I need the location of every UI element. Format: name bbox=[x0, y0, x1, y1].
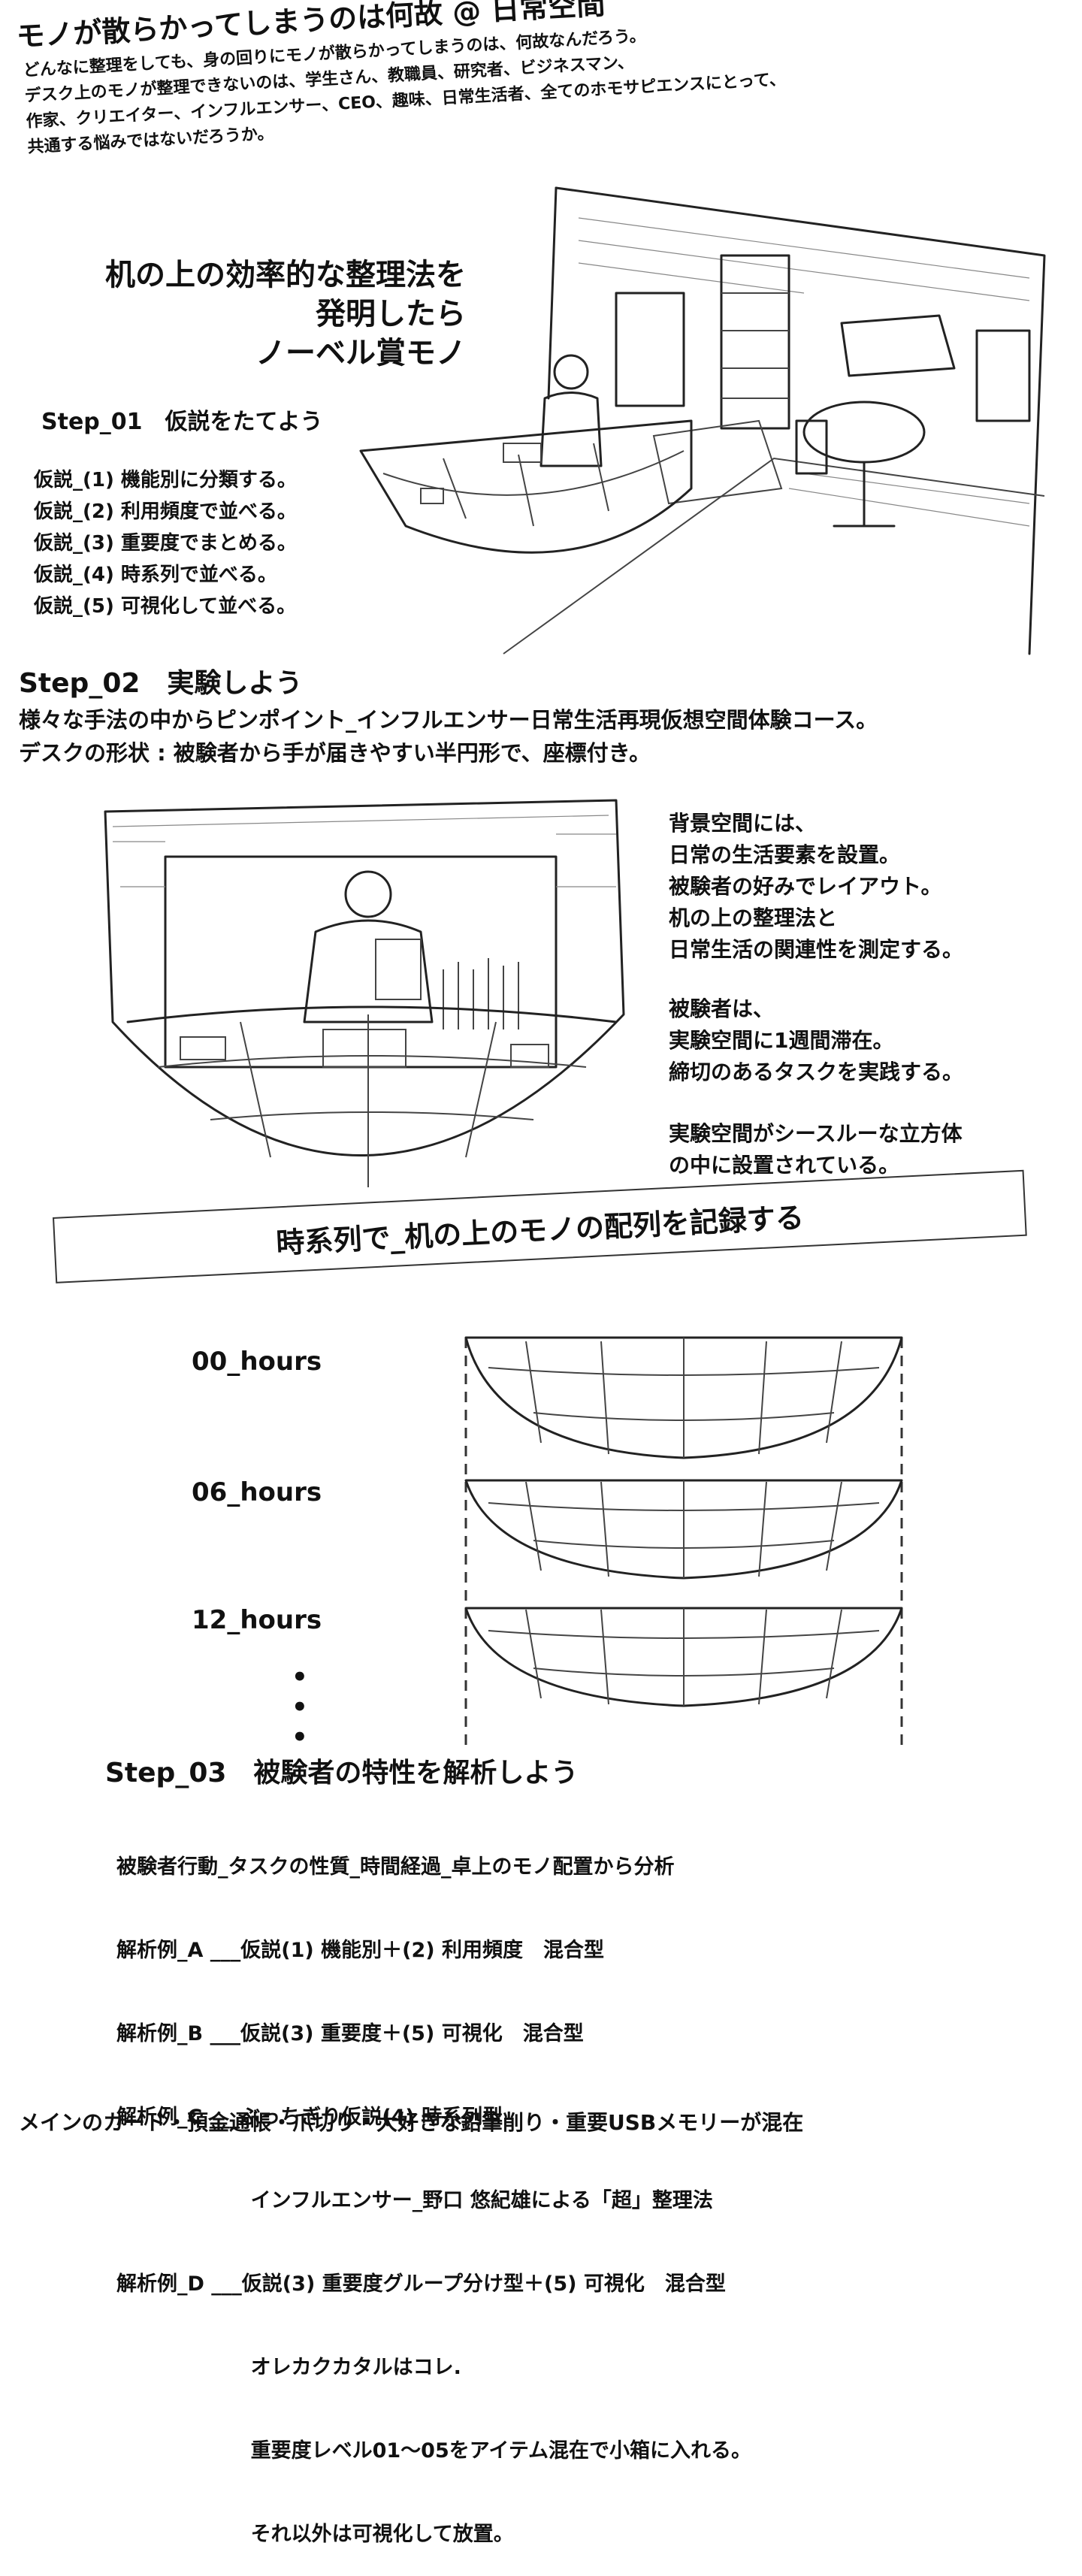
ellipsis-dots: • • • bbox=[292, 1662, 308, 1752]
side-note-line: 被験者は、 bbox=[669, 996, 775, 1021]
side-note-line: 被験者の好みでレイアウト。 bbox=[669, 874, 942, 899]
side-note-line: 実験空間に1週間滞在。 bbox=[669, 1028, 894, 1053]
headline: 机の上の効率的な整理法を 発明したら ノーベル賞モノ bbox=[30, 255, 466, 373]
analysis-line: 解析例_C ___ぶっちぎり仮説(4) 時系列型 bbox=[116, 2106, 503, 2129]
desk-snapshot-00 bbox=[464, 1336, 903, 1459]
desk-timeline-stack bbox=[464, 1336, 903, 1751]
side-note-line: 机の上の整理法と bbox=[669, 906, 838, 930]
analysis-line: インフルエンサー_野口 悠紀雄による「超」整理法 bbox=[116, 2189, 713, 2212]
room-sketch-illustration bbox=[359, 186, 1046, 655]
analysis-line: 解析例_D ___仮説(3) 重要度グループ分け型＋(5) 可視化 混合型 bbox=[116, 2272, 726, 2296]
time-label-12: 12_hours bbox=[192, 1605, 322, 1635]
hypothesis-item: 仮説_(4) 時系列で並べる。 bbox=[34, 564, 277, 586]
step02-heading: Step_02 実験しよう bbox=[19, 668, 303, 699]
side-note-subject: 被験者は、 実験空間に1週間滞在。 締切のあるタスクを実践する。 bbox=[669, 993, 963, 1088]
hypothesis-item: 仮説_(3) 重要度でまとめる。 bbox=[34, 532, 297, 555]
analysis-line: 被験者行動_タスクの性質_時間経過_卓上のモノ配置から分析 bbox=[116, 1855, 675, 1879]
dot: • bbox=[292, 1722, 308, 1752]
time-label-06: 06_hours bbox=[192, 1477, 322, 1507]
headline-line: ノーベル賞モノ bbox=[255, 336, 466, 370]
side-note-cube: 実験空間がシースルーな立方体 の中に設置されている。 bbox=[669, 1118, 963, 1181]
step02-line: 様々な手法の中からピンポイント_インフルエンサー日常生活再現仮想空間体験コース。 bbox=[19, 707, 878, 733]
side-note-line: 日常の生活要素を設置。 bbox=[669, 842, 901, 867]
side-note-background: 背景空間には、 日常の生活要素を設置。 被験者の好みでレイアウト。 机の上の整理… bbox=[669, 808, 963, 966]
footer-note: メインのカード・預金通帳・爪切り・大好きな鉛筆削り・重要USBメモリーが混在 bbox=[19, 2110, 804, 2135]
side-note-line: の中に設置されている。 bbox=[669, 1153, 900, 1178]
step03-analysis: 被験者行動_タスクの性質_時間経過_卓上のモノ配置から分析 解析例_A ___仮… bbox=[116, 1797, 751, 2576]
analysis-line: オレカクカタルはコレ. bbox=[116, 2356, 461, 2379]
desk-snapshot-12 bbox=[464, 1607, 903, 1707]
analysis-line: 解析例_A ___仮説(1) 機能別＋(2) 利用頻度 混合型 bbox=[116, 1939, 605, 1962]
headline-line: 机の上の効率的な整理法を bbox=[105, 258, 466, 292]
hypothesis-item: 仮説_(2) 利用頻度で並べる。 bbox=[34, 500, 297, 523]
analysis-line: 重要度レベル01〜05をアイテム混在で小箱に入れる。 bbox=[116, 2439, 752, 2463]
step02-description: 様々な手法の中からピンポイント_インフルエンサー日常生活再現仮想空間体験コース。… bbox=[19, 703, 878, 769]
experiment-desk-illustration bbox=[104, 799, 625, 1187]
time-label-00: 00_hours bbox=[192, 1347, 322, 1377]
step01-heading: Step_01 仮説をたてよう bbox=[41, 409, 323, 435]
dot: • bbox=[292, 1662, 308, 1692]
side-note-line: 背景空間には、 bbox=[669, 811, 817, 836]
side-note-line: 実験空間がシースルーな立方体 bbox=[669, 1121, 963, 1146]
desk-snapshot-06 bbox=[464, 1479, 903, 1580]
step03-heading: Step_03 被験者の特性を解析しよう bbox=[105, 1758, 579, 1788]
step02-line: デスクの形状 : 被験者から手が届きやすい半円形で、座標付き。 bbox=[19, 740, 651, 766]
analysis-line: 解析例_B ___仮説(3) 重要度＋(5) 可視化 混合型 bbox=[116, 2022, 584, 2045]
side-note-line: 日常生活の関連性を測定する。 bbox=[669, 937, 964, 962]
headline-line: 発明したら bbox=[316, 297, 466, 331]
side-note-line: 締切のあるタスクを実践する。 bbox=[669, 1060, 964, 1084]
analysis-line: それ以外は可視化して放置。 bbox=[116, 2523, 514, 2546]
hypothesis-item: 仮説_(5) 可視化して並べる。 bbox=[34, 595, 297, 618]
dot: • bbox=[292, 1692, 308, 1722]
hypothesis-item: 仮説_(1) 機能別に分類する。 bbox=[34, 469, 297, 491]
hypothesis-list: 仮説_(1) 機能別に分類する。 仮説_(2) 利用頻度で並べる。 仮説_(3)… bbox=[34, 464, 297, 622]
